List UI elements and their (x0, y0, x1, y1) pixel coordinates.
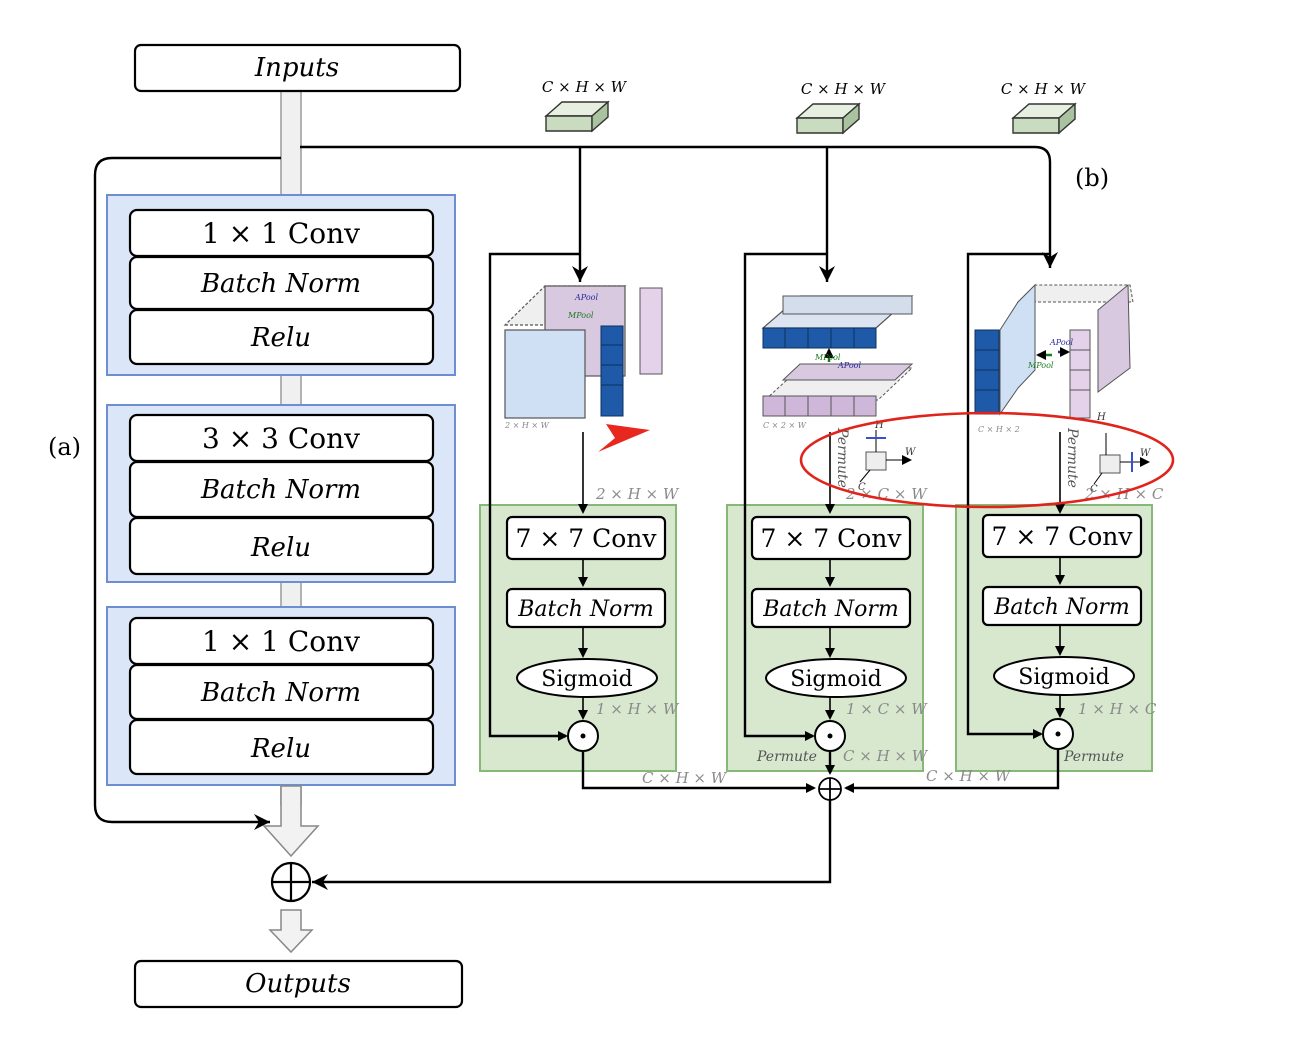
down-arrow-to-sum (262, 785, 320, 858)
residual-sum-icon (270, 861, 312, 903)
merge-line-3 (844, 750, 1060, 793)
red-pointer-arrow (598, 424, 650, 452)
relu-label-1: Relu (250, 323, 311, 353)
branch3-pool-a: APool (1049, 338, 1073, 347)
branch2-pooling-cube: APool MPool C × 2 × W (761, 295, 914, 430)
branch2-att-dim: 1 × C × W (846, 700, 928, 718)
branch2-stack: 7 × 7 Conv Batch Norm Sigmoid (750, 515, 912, 752)
branch2-act: Sigmoid (790, 667, 881, 692)
branch2-conv: 7 × 7 Conv (760, 524, 902, 553)
branch2-flow-dim: 2 × C × W (845, 485, 928, 503)
highlight-ellipse (799, 411, 1175, 509)
branch2-cube-label: C × 2 × W (763, 421, 807, 430)
branch2-permute-in: Permute (834, 427, 850, 488)
branch1-pool-a: APool (574, 293, 598, 302)
branch-sum-icon (818, 777, 842, 801)
merge-line-1 (581, 752, 816, 793)
branch1-stack: 7 × 7 Conv Batch Norm Sigmoid (505, 515, 667, 752)
branch2-axis-w: W (905, 447, 916, 458)
branch3-permute: Permute (1063, 749, 1124, 765)
conv-label-1: 1 × 1 Conv (202, 217, 360, 250)
branch3-axis-h: H (1096, 412, 1106, 423)
branch3-stack: 7 × 7 Conv Batch Norm Sigmoid (981, 513, 1143, 750)
label-a: (a) (48, 433, 81, 461)
branch3-pooling-cube: APool MPool C × H × 2 (974, 283, 1134, 434)
bn-label-3: Batch Norm (200, 678, 361, 708)
label-b: (b) (1075, 164, 1109, 192)
branch2-bn: Batch Norm (762, 597, 898, 622)
branch1-att-dim: 1 × H × W (596, 700, 680, 718)
branch3-axis-w: W (1140, 448, 1151, 459)
block-3: 1 × 1 Conv Batch Norm Relu (128, 616, 435, 776)
bn-label-1: Batch Norm (200, 269, 361, 299)
conv-label-3: 1 × 1 Conv (202, 625, 360, 658)
input-tensor-icon-1: C × H × W (542, 78, 628, 133)
branch2-axis-icon: H W C (858, 420, 916, 493)
branch1-pooling-cube: APool MPool 2 × H × W (503, 285, 663, 430)
branch1-bypass-line (488, 252, 580, 741)
block-1: 1 × 1 Conv Batch Norm Relu (128, 208, 435, 366)
branch3-cube-label: C × H × 2 (978, 425, 1020, 434)
outputs-label: Outputs (245, 969, 351, 999)
branch1-flow-dim: 2 × H × W (595, 485, 680, 503)
branch2-permute: Permute (756, 749, 817, 765)
branch2-axis-h: H (874, 420, 884, 431)
branch3-axis-icon: H W C (1090, 412, 1151, 495)
branch1-pool-b: MPool (567, 311, 594, 320)
branch1-out-dim: C × H × W (642, 769, 728, 787)
branch2-out-dim: C × H × W (843, 747, 929, 765)
top-bus-line (300, 145, 1058, 268)
block-2: 3 × 3 Conv Batch Norm Relu (128, 413, 435, 576)
branch3-bypass-line (966, 252, 1050, 739)
branch1-act: Sigmoid (541, 667, 632, 692)
branch3-flow-dim: 2 × H × C (1084, 485, 1164, 503)
branch1-bn: Batch Norm (517, 597, 653, 622)
input-tensor-icon-2: C × H × W (795, 80, 887, 135)
branch2-pool-b: MPool (814, 353, 841, 362)
branch1-conv: 7 × 7 Conv (515, 524, 657, 553)
branch3-bn: Batch Norm (993, 595, 1129, 620)
branch3-out-dim: C × H × W (926, 767, 1012, 785)
branch3-permute-in: Permute (1064, 427, 1080, 488)
input-dim-1: C × H × W (542, 78, 628, 96)
branch2-bypass-line (743, 252, 827, 741)
input-tensor-icon-3: C × H × W (1001, 80, 1087, 135)
down-arrow-to-outputs (268, 909, 314, 954)
branch3-pool-b: MPool (1027, 361, 1054, 370)
branch3-act: Sigmoid (1018, 665, 1109, 690)
input-dim-2: C × H × W (801, 80, 887, 98)
branch3-conv: 7 × 7 Conv (991, 522, 1133, 551)
branch2-pool-a: APool (837, 361, 861, 370)
relu-label-2: Relu (250, 533, 311, 563)
branch3-axis-c: C (1090, 484, 1098, 495)
skip-connection-line (93, 156, 281, 830)
branch1-cube-label: 2 × H × W (504, 421, 550, 430)
branch-output-line (312, 800, 832, 890)
input-dim-3: C × H × W (1001, 80, 1087, 98)
outputs-box: Outputs (133, 959, 464, 1009)
bn-label-2: Batch Norm (200, 475, 361, 505)
branch3-att-dim: 1 × H × C (1078, 700, 1157, 718)
inputs-box: Inputs (133, 43, 462, 93)
conv-label-2: 3 × 3 Conv (202, 422, 360, 455)
branch2-axis-c: C (858, 482, 866, 493)
relu-label-3: Relu (250, 734, 311, 764)
inputs-label: Inputs (254, 53, 339, 83)
